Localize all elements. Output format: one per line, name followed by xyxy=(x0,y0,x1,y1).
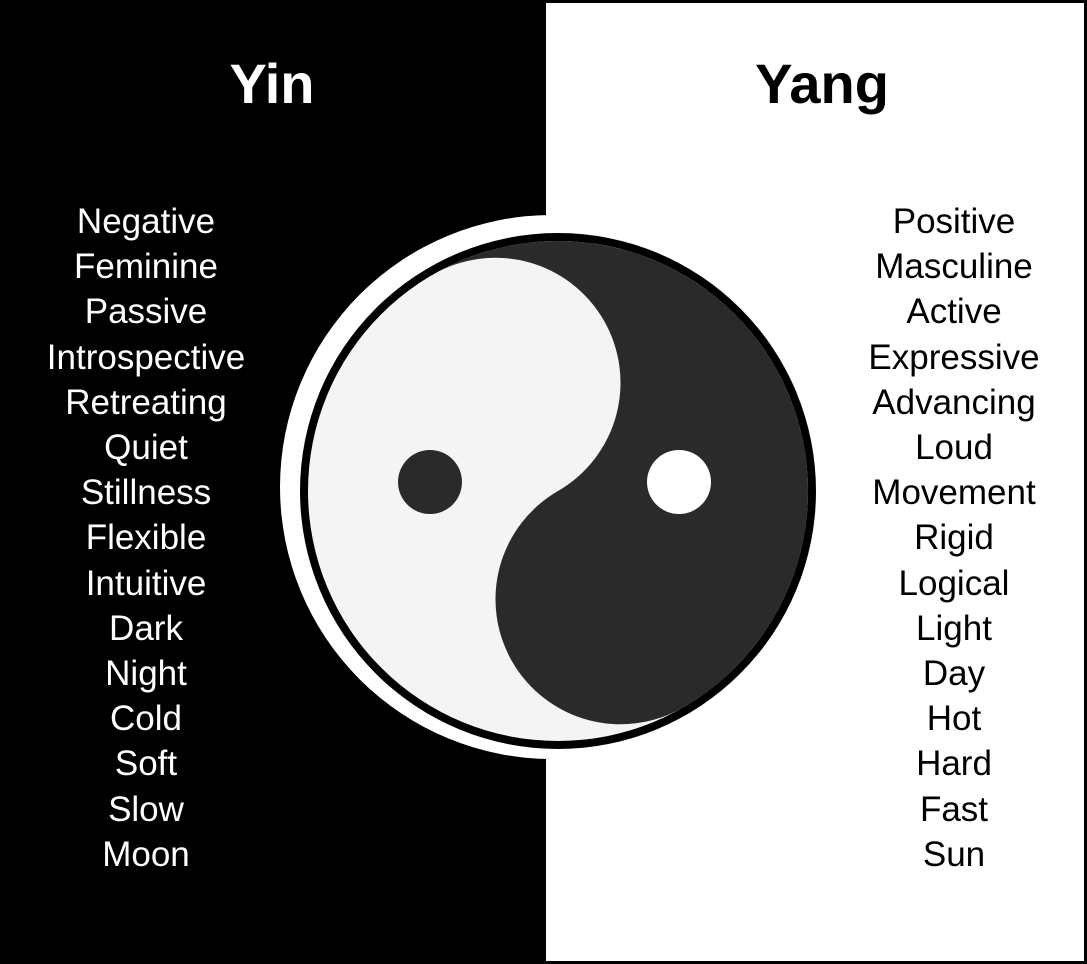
yin-trait: Feminine xyxy=(74,247,218,287)
yang-trait: Active xyxy=(906,292,1002,332)
yin-trait: Slow xyxy=(108,789,184,829)
yin-trait: Dark xyxy=(109,608,183,648)
yang-trait: Loud xyxy=(915,428,993,468)
yang-trait: Hot xyxy=(926,699,982,739)
yin-trait: Moon xyxy=(102,834,190,874)
yang-trait: Movement xyxy=(872,473,1036,513)
yin-dot xyxy=(398,450,462,514)
yin-trait: Soft xyxy=(114,744,178,784)
yin-trait: Retreating xyxy=(65,382,227,422)
yin-trait: Passive xyxy=(84,292,208,332)
yin-trait: Intuitive xyxy=(85,563,207,603)
yin-trait: Introspective xyxy=(46,337,246,377)
yang-trait: Sun xyxy=(922,834,986,874)
yin-yang-icon xyxy=(280,215,824,759)
yin-title: Yin xyxy=(229,52,315,115)
yang-trait: Day xyxy=(922,654,986,694)
yang-traits-list: Positive Masculine Active Expressive Adv… xyxy=(804,199,1087,877)
yang-title: Yang xyxy=(755,52,889,115)
yang-trait: Positive xyxy=(892,202,1016,241)
yin-traits-list: Negative Feminine Passive Introspective … xyxy=(0,199,296,877)
symbol-dark-half xyxy=(433,241,808,725)
yang-trait: Masculine xyxy=(875,247,1033,287)
yin-trait: Night xyxy=(105,654,187,694)
yang-trait: Advancing xyxy=(872,382,1036,422)
yin-trait: Cold xyxy=(110,699,182,739)
yang-trait: Logical xyxy=(898,563,1010,603)
yin-trait: Quiet xyxy=(104,428,188,468)
yang-trait: Expressive xyxy=(868,337,1040,377)
yin-trait: Flexible xyxy=(85,518,207,558)
yang-trait: Hard xyxy=(916,744,992,784)
yang-trait: Fast xyxy=(919,789,989,829)
yin-trait: Stillness xyxy=(80,473,212,513)
yin-trait: Negative xyxy=(76,202,216,241)
yang-dot xyxy=(647,450,711,514)
yang-trait: Light xyxy=(916,608,992,648)
yang-trait: Rigid xyxy=(914,518,994,558)
